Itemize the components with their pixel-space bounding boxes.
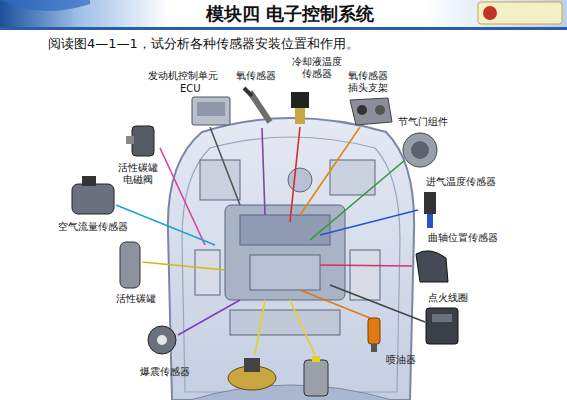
- leader-lines: [116, 127, 425, 355]
- leader-lines: [320, 265, 412, 266]
- header-bar: [0, 0, 90, 11]
- part-label: 进气温度传感器: [426, 176, 496, 188]
- leader-lines: [310, 160, 405, 240]
- engine-block: [250, 255, 320, 290]
- header-bar: [483, 6, 497, 20]
- leader-lines: [320, 210, 418, 235]
- leader-lines: [300, 127, 360, 215]
- injector-icon: [368, 318, 380, 344]
- knock-sensor-icon: [148, 326, 176, 354]
- leader-lines: [142, 262, 225, 270]
- part-label: 空气流量传感器: [58, 221, 128, 233]
- part-label: 活性碳罐电磁阀: [116, 162, 160, 186]
- ignition-coil-icon: [426, 308, 458, 344]
- coolant-sensor-icon: [295, 108, 305, 124]
- air-flow-sensor-icon: [82, 176, 96, 186]
- leader-lines: [300, 290, 370, 318]
- header-bar: [0, 27, 567, 30]
- ignition-coil-icon: [432, 314, 452, 322]
- part-label: 节气门组件: [398, 116, 448, 128]
- throttle-icon: [411, 141, 429, 159]
- bottom-sensor-icon: [228, 358, 276, 390]
- leader-lines: [262, 128, 265, 215]
- canister-icon: [120, 242, 140, 288]
- oxygen-plug-bracket-icon: [375, 105, 385, 115]
- header-bar: [478, 2, 562, 24]
- bottom-injector-icon: [312, 356, 320, 362]
- engine-block: [225, 205, 345, 300]
- engine-block: [195, 160, 380, 335]
- engine-block: [350, 250, 380, 300]
- part-label: 喷油器: [386, 354, 416, 366]
- oxygen-sensor-icon: [244, 88, 252, 96]
- knock-sensor-icon: [148, 326, 176, 354]
- canister-solenoid-icon: [126, 136, 134, 144]
- intake-temp-sensor-icon: [424, 192, 436, 214]
- bottom-injector-icon: [304, 356, 328, 396]
- page-title: 模块四 电子控制系统: [206, 3, 374, 25]
- part-label: 发动机控制单元: [148, 70, 218, 82]
- air-flow-sensor-icon: [72, 184, 114, 214]
- oxygen-plug-bracket-icon: [350, 98, 392, 125]
- ignition-coil-icon: [426, 308, 458, 344]
- intake-temp-sensor-icon: [424, 192, 436, 228]
- ecu-icon: [192, 97, 230, 125]
- part-label: 氧传感器插头支架: [346, 70, 390, 94]
- ecu-icon: [197, 102, 225, 116]
- throttle-icon: [403, 133, 437, 167]
- engine-block: [200, 160, 240, 200]
- crank-sensor-icon: [416, 251, 448, 282]
- air-flow-sensor-icon: [72, 176, 114, 214]
- oxygen-plug-bracket-icon: [357, 105, 367, 115]
- car-body: [168, 118, 414, 400]
- engine-block: [240, 215, 330, 245]
- crank-sensor-icon: [416, 251, 448, 282]
- car-body: [190, 385, 392, 400]
- intake-temp-sensor-icon: [427, 214, 433, 228]
- bottom-injector-icon: [304, 360, 328, 396]
- car-body: [182, 137, 400, 392]
- leader-lines: [210, 127, 240, 205]
- engine-block: [195, 250, 220, 295]
- header-bar: [0, 0, 567, 30]
- leader-lines: [178, 300, 240, 335]
- bottom-sensor-icon: [244, 358, 260, 372]
- leader-lines: [290, 300, 315, 355]
- instruction-text: 阅读图4—1—1，试分析各种传感器安装位置和作用。: [48, 36, 359, 52]
- oxygen-sensor-icon: [244, 88, 270, 122]
- ecu-icon: [192, 97, 230, 125]
- injector-icon: [368, 318, 380, 352]
- coolant-sensor-icon: [291, 92, 309, 124]
- part-label: 活性碳罐: [116, 293, 156, 305]
- engine-block: [230, 310, 340, 335]
- canister-icon: [120, 242, 140, 288]
- part-label: 爆震传感器: [140, 366, 190, 378]
- leader-lines: [290, 127, 300, 222]
- oxygen-plug-bracket-icon: [350, 98, 392, 125]
- leader-lines: [330, 285, 425, 322]
- part-label: 冷却液温度传感器: [290, 56, 344, 80]
- car-body: [168, 118, 414, 400]
- leader-lines: [160, 148, 205, 245]
- part-label: ECU: [180, 83, 201, 95]
- injector-icon: [371, 344, 377, 352]
- engine-block: [288, 168, 312, 192]
- header-bar: [0, 0, 567, 27]
- engine-block: [330, 160, 375, 195]
- coolant-sensor-icon: [291, 92, 309, 108]
- throttle-icon: [403, 133, 437, 167]
- leader-lines: [255, 300, 265, 355]
- leader-lines: [116, 205, 215, 245]
- part-label: 点火线圈: [428, 292, 468, 304]
- knock-sensor-icon: [157, 335, 167, 345]
- canister-solenoid-icon: [126, 126, 154, 156]
- part-label: 曲轴位置传感器: [428, 232, 498, 244]
- oxygen-sensor-icon: [250, 92, 270, 122]
- canister-solenoid-icon: [132, 126, 154, 156]
- part-label: 氧传感器: [236, 70, 276, 82]
